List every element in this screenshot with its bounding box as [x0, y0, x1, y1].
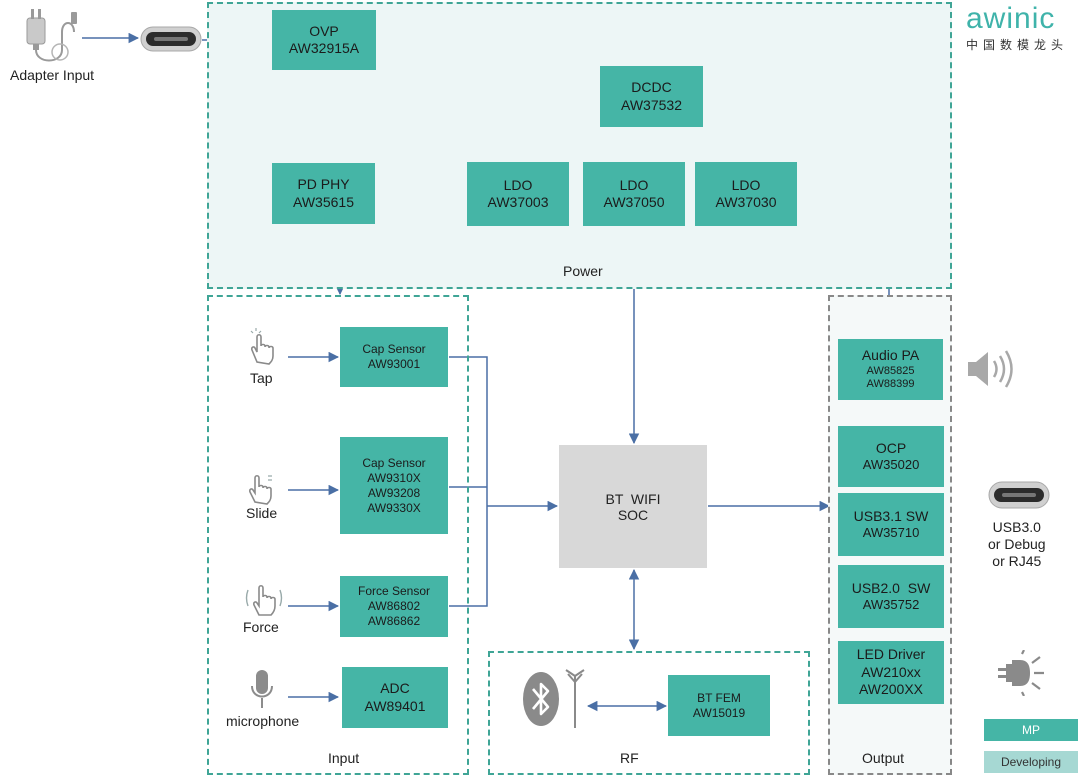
audio-pa-block: Audio PA AW85825 AW88399 — [838, 339, 943, 400]
ovp-block: OVP AW32915A — [272, 10, 376, 70]
cap-sensor-aw93001-block: Cap Sensor AW93001 — [340, 327, 448, 387]
cap-sensor-aw9310x-block: Cap Sensor AW9310X AW93208 AW9330X — [340, 437, 448, 534]
brand-logo: awinic 中国数模龙头 — [966, 4, 1068, 53]
input-region — [207, 295, 469, 775]
led-light-icon — [998, 650, 1044, 696]
output-label: Output — [862, 750, 905, 766]
ldo-aw37030-block: LDO AW37030 — [695, 162, 797, 226]
microphone-label: microphone — [226, 713, 300, 729]
brand-tagline: 中国数模龙头 — [966, 38, 1069, 52]
led-driver-block: LED Driver AW210xx AW200XX — [838, 641, 944, 704]
adapter-input-label: Adapter Input — [10, 67, 95, 83]
usb-c-port-icon — [988, 481, 1050, 509]
pdphy-block: PD PHY AW35615 — [272, 163, 375, 224]
brand-name: awinic — [966, 2, 1056, 35]
tap-gesture-icon — [250, 328, 274, 365]
legend-mp: MP — [984, 719, 1078, 741]
speaker-icon — [968, 350, 1013, 388]
slide-label: Slide — [246, 505, 278, 521]
ldo-aw37003-block: LDO AW37003 — [467, 162, 569, 226]
force-press-icon — [245, 584, 283, 616]
force-sensor-block: Force Sensor AW86802 AW86862 — [340, 576, 448, 637]
force-label: Force — [243, 619, 279, 635]
bt-wifi-soc-block: BT WIFI SOC — [559, 445, 707, 568]
ocp-block: OCP AW35020 — [838, 426, 944, 487]
rf-region — [488, 651, 810, 775]
adc-block: ADC AW89401 — [342, 667, 448, 728]
tap-label: Tap — [250, 370, 273, 386]
usb20-sw-block: USB2.0 SW AW35752 — [838, 565, 944, 628]
ldo-aw37050-block: LDO AW37050 — [583, 162, 685, 226]
dcdc-block: DCDC AW37532 — [600, 66, 703, 127]
bt-fem-block: BT FEM AW15019 — [668, 675, 770, 736]
bluetooth-icon — [523, 672, 559, 726]
rf-label: RF — [620, 750, 639, 766]
legend-developing: Developing — [984, 751, 1078, 773]
antenna-icon — [565, 669, 585, 728]
microphone-icon — [251, 670, 273, 708]
usb-c-port-icon — [140, 26, 202, 52]
usb31-sw-block: USB3.1 SW AW35710 — [838, 493, 944, 556]
input-label: Input — [328, 750, 360, 766]
slide-gesture-icon — [249, 474, 272, 505]
adapter-plug-icon — [26, 9, 77, 62]
power-label: Power — [563, 263, 603, 279]
usb-port-label: USB3.0 or Debug or RJ45 — [988, 519, 1046, 569]
